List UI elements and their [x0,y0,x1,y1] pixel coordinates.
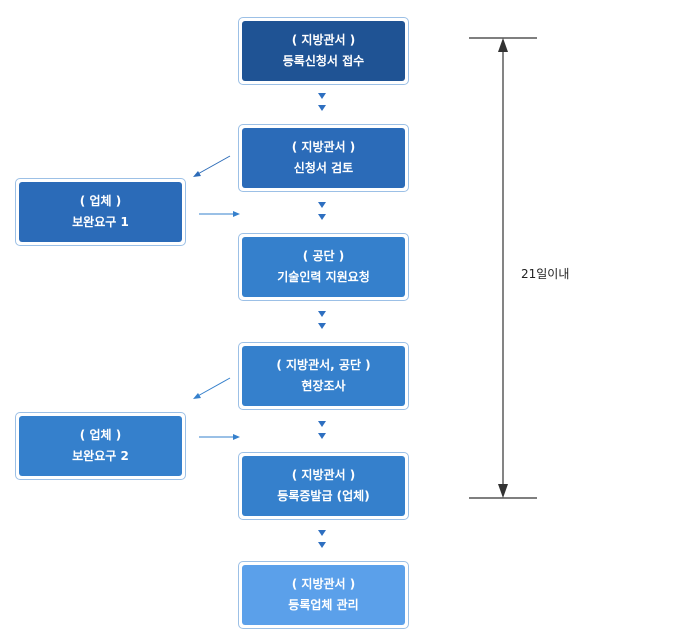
arrowhead-icon [233,434,240,440]
arrowhead-icon [193,171,201,177]
arrowhead-icon [233,211,240,217]
step-actor: ( 지방관서, 공단 ) [276,358,371,372]
step-certificate-issuance: ( 지방관서 ) 등록증발급 (업체) [238,452,409,520]
down-chevron-icon [318,93,326,99]
down-chevron-icon [318,323,326,329]
step-task: 보완요구 2 [72,449,129,463]
step-task: 기술인력 지원요청 [277,270,370,284]
step-actor: ( 업체 ) [79,428,122,442]
step-task: 등록증발급 (업체) [277,489,370,503]
down-chevron-icon [318,105,326,111]
down-chevron-icon [318,311,326,317]
step-actor: ( 지방관서 ) [291,140,356,154]
arrowhead-down-icon [498,484,508,498]
step-registered-company-management: ( 지방관서 ) 등록업체 관리 [238,561,409,629]
duration-label: 21일이내 [521,267,570,281]
step-application-review: ( 지방관서 ) 신청서 검토 [238,124,409,192]
step-actor: ( 지방관서 ) [291,33,356,47]
arrow-to-supplement-1 [195,155,231,176]
step-actor: ( 업체 ) [79,194,122,208]
side-step-supplement-2: ( 업체 ) 보완요구 2 [15,412,186,480]
down-chevron-icon [318,202,326,208]
arrowhead-up-icon [498,38,508,52]
down-chevron-icon [318,214,326,220]
side-step-supplement-1: ( 업체 ) 보완요구 1 [15,178,186,246]
arrowhead-icon [193,393,201,399]
step-site-inspection: ( 지방관서, 공단 ) 현장조사 [238,342,409,410]
down-chevron-icon [318,433,326,439]
down-chevron-icon [318,530,326,536]
step-registration-receipt: ( 지방관서 ) 등록신청서 접수 [238,17,409,85]
down-chevron-icon [318,421,326,427]
arrow-to-supplement-2 [195,377,231,398]
step-task: 신청서 검토 [293,161,354,175]
step-actor: ( 공단 ) [302,249,345,263]
step-technical-support-request: ( 공단 ) 기술인력 지원요청 [238,233,409,301]
step-actor: ( 지방관서 ) [291,468,356,482]
step-task: 보완요구 1 [72,215,129,229]
step-task: 등록업체 관리 [288,598,359,612]
step-actor: ( 지방관서 ) [291,577,356,591]
duration-dimension-line [469,37,537,499]
down-chevron-icon [318,542,326,548]
step-task: 현장조사 [301,379,346,393]
step-task: 등록신청서 접수 [282,54,365,68]
